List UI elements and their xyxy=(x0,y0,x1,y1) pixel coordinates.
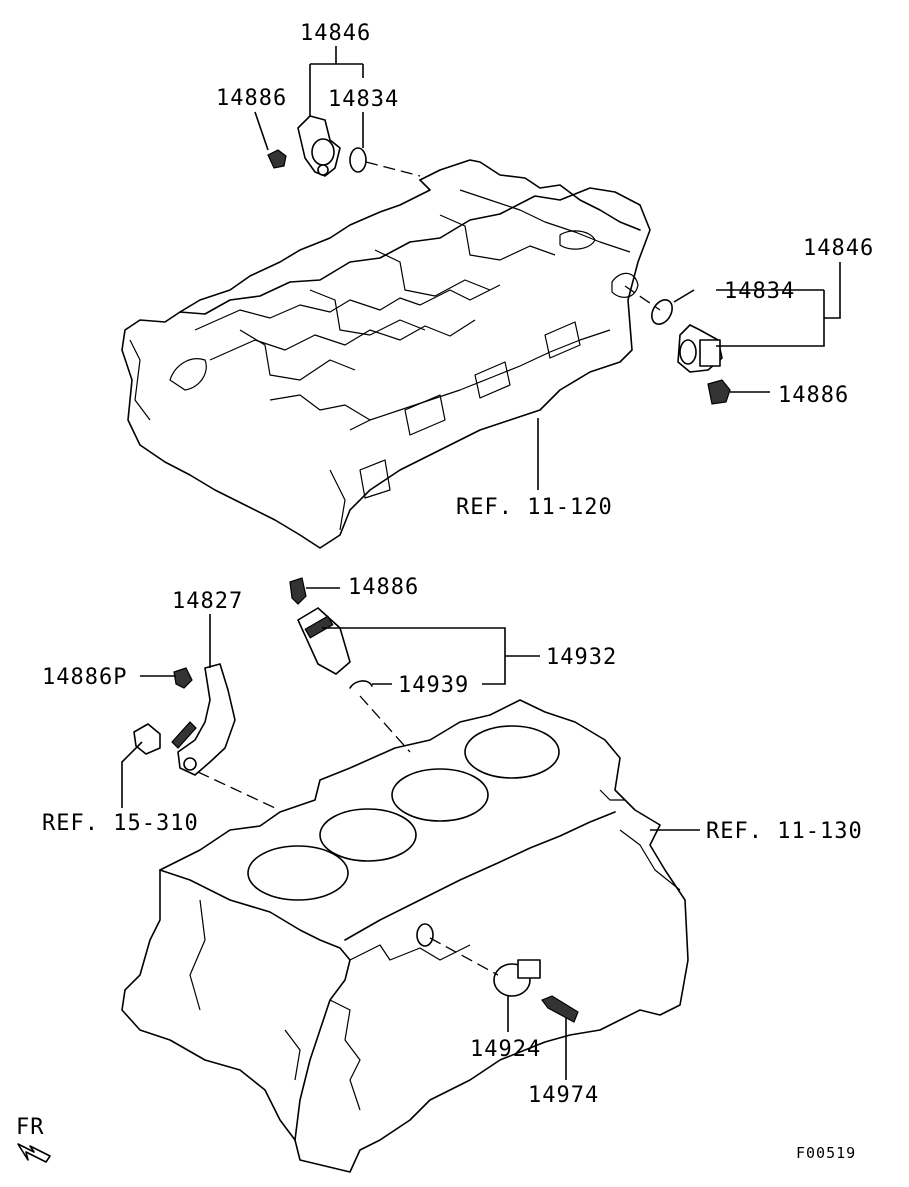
label-side-oring: 14834 xyxy=(724,279,795,304)
label-side-bolt: 14886 xyxy=(778,383,849,408)
water-pump-ref-part xyxy=(133,723,161,755)
label-head-oring: 14834 xyxy=(328,87,399,112)
label-ref-head: REF. 11-120 xyxy=(456,495,613,520)
label-knock-sensor: 14924 xyxy=(470,1037,541,1062)
bracket-bolt xyxy=(173,667,193,689)
camshaft-sensor-bolt-top xyxy=(267,149,287,169)
crankshaft-sensor-bolt xyxy=(289,577,307,605)
label-side-sensor-assy: 14846 xyxy=(803,236,874,261)
crankshaft-sensor-oring xyxy=(349,680,373,689)
sensor-bracket xyxy=(171,663,236,776)
knock-sensor-washer xyxy=(416,923,434,947)
knock-sensor xyxy=(493,959,541,997)
camshaft-sensor-bolt-side xyxy=(707,379,731,405)
camshaft-oring-side xyxy=(651,299,673,325)
front-arrow-icon xyxy=(17,1143,51,1163)
crankshaft-sensor xyxy=(297,607,351,675)
label-figure-code: F00519 xyxy=(796,1144,856,1162)
camshaft-sensor-top xyxy=(297,115,341,177)
label-head-bolt: 14886 xyxy=(216,86,287,111)
label-head-sensor-assy: 14846 xyxy=(300,21,371,46)
leader-lines xyxy=(121,46,841,1080)
cylinder-block-illustration xyxy=(121,699,689,1173)
label-bracket: 14827 xyxy=(172,589,243,614)
cylinder-head-illustration xyxy=(121,159,651,549)
label-crank-bolt: 14886 xyxy=(348,575,419,600)
label-ref-pump: REF. 15-310 xyxy=(42,811,199,836)
camshaft-sensor-side xyxy=(677,324,723,373)
label-ref-block: REF. 11-130 xyxy=(706,819,863,844)
knock-sensor-bolt xyxy=(541,995,579,1023)
label-crank-sensor-assy: 14932 xyxy=(546,645,617,670)
installation-lines xyxy=(197,161,661,976)
label-front: FR xyxy=(16,1115,45,1140)
label-crank-oring: 14939 xyxy=(398,673,469,698)
label-knock-bolt: 14974 xyxy=(528,1083,599,1108)
label-bracket-bolt: 14886P xyxy=(42,665,127,690)
camshaft-oring-top xyxy=(349,147,367,173)
